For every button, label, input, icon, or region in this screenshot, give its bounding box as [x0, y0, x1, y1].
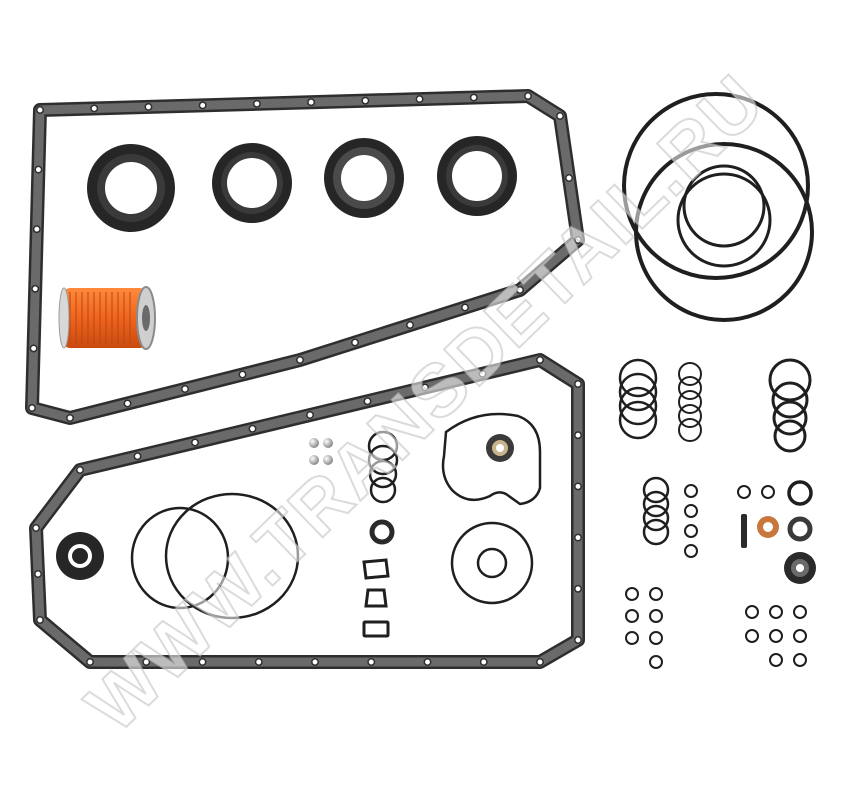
- bolt-hole: [34, 570, 42, 578]
- o-ring-stack-5: [367, 430, 399, 504]
- bolt-hole: [461, 303, 469, 312]
- ring-pair-lower: [450, 521, 534, 605]
- bolt-hole: [133, 452, 142, 461]
- bolt-hole: [574, 584, 582, 593]
- bolt-hole: [198, 658, 207, 666]
- large-oil-seals: [87, 136, 517, 232]
- bolt-hole: [66, 414, 74, 422]
- bolt-hole: [367, 658, 376, 666]
- bolt-hole: [524, 92, 532, 100]
- bolt-hole: [29, 344, 38, 353]
- bolt-hole: [248, 424, 257, 433]
- bolt-hole: [306, 411, 314, 419]
- bolt-hole: [36, 106, 44, 114]
- bolt-hole: [479, 658, 488, 666]
- bolt-hole: [469, 93, 478, 102]
- bolt-hole: [32, 225, 41, 234]
- large-sealing-rings: [622, 92, 814, 322]
- bolt-hole: [144, 102, 153, 111]
- o-ring-stack-3: [768, 358, 812, 453]
- bolt-hole: [421, 383, 429, 392]
- bolt-hole: [191, 438, 199, 447]
- lower-pan-gasket: [29, 353, 585, 669]
- bolt-hole: [556, 112, 564, 120]
- rectangular-seals: [362, 558, 390, 638]
- bolt-hole: [574, 431, 582, 440]
- bolt-hole: [361, 96, 370, 105]
- bolt-hole: [363, 397, 372, 406]
- bolt-hole: [31, 284, 40, 293]
- o-ring-stack-1: [618, 358, 658, 440]
- bolt-hole: [238, 370, 247, 379]
- bolt-hole: [90, 104, 99, 113]
- bolt-hole: [516, 286, 524, 294]
- bolt-hole: [311, 658, 319, 666]
- bolt-hole: [574, 380, 582, 388]
- bolt-hole: [406, 321, 414, 329]
- bolt-hole: [574, 533, 582, 542]
- bolt-hole: [565, 174, 573, 182]
- bolt-hole: [76, 466, 84, 474]
- oil-filter: [58, 286, 156, 350]
- o-ring-stack-2: [678, 362, 702, 442]
- bolt-hole: [86, 658, 94, 666]
- tiny-o-ring-grid-left: [625, 587, 663, 669]
- bolt-hole: [36, 616, 44, 624]
- bolt-hole: [123, 399, 132, 408]
- bolt-hole: [307, 98, 316, 107]
- oil-seal-3: [324, 138, 404, 218]
- bolt-hole: [254, 658, 263, 666]
- bolt-hole: [296, 356, 304, 364]
- bolt-hole: [32, 524, 40, 532]
- bolt-hole: [34, 165, 43, 174]
- small-seal-cluster: [737, 480, 816, 584]
- bolt-hole: [536, 658, 544, 666]
- bolt-hole: [423, 658, 432, 666]
- oil-seal-4: [437, 136, 517, 216]
- small-o-ring-column: [684, 484, 698, 558]
- bolt-hole: [478, 369, 487, 378]
- overlapping-rings: [130, 492, 300, 620]
- bolt-hole: [28, 404, 36, 412]
- upper-pan-gasket: [25, 89, 585, 425]
- bolt-hole: [252, 99, 261, 108]
- bolt-hole: [351, 338, 359, 347]
- o-ring-stack-4: [642, 476, 670, 546]
- bolt-hole: [574, 636, 582, 644]
- bolt-hole: [142, 658, 151, 666]
- bolt-hole: [536, 356, 544, 364]
- oil-seal-1: [87, 144, 175, 232]
- small-seal-ring: [369, 519, 395, 545]
- bolt-hole: [574, 236, 582, 244]
- bolt-hole: [198, 101, 207, 110]
- bolt-hole: [415, 95, 424, 104]
- oil-seal-2: [212, 143, 292, 223]
- tiny-o-ring-grid-right: [745, 605, 807, 667]
- bolt-hole: [574, 482, 582, 491]
- bolt-hole: [181, 385, 189, 393]
- valve-body-gasket: [441, 412, 542, 506]
- steel-balls: [309, 438, 333, 465]
- side-oil-seal: [56, 532, 104, 580]
